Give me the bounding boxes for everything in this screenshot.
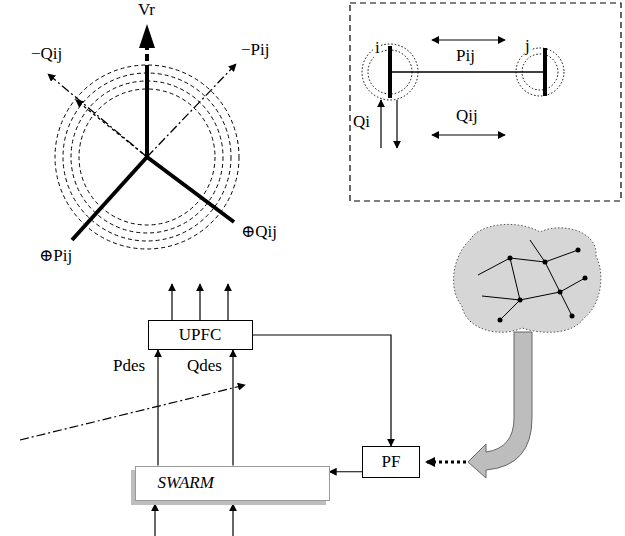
flow-arrow [432, 39, 505, 40]
optimizer-box: SWARM [135, 466, 330, 501]
input-arrow [154, 504, 155, 536]
connector-arrow [232, 350, 233, 466]
bus-label: j [524, 36, 531, 56]
minus-pij-phasor [147, 64, 236, 157]
two-bus-inset [350, 3, 621, 201]
output-arrow [199, 284, 200, 320]
minus-qij-phasor [48, 74, 147, 157]
signal-label: Pdes [112, 356, 146, 376]
transmission-line [390, 71, 545, 72]
signal-label: Qdes [186, 356, 223, 376]
cloud-outline [454, 224, 601, 332]
variable-arrow [20, 385, 245, 440]
input-arrow [232, 504, 233, 536]
vr-phasor [145, 46, 149, 72]
vr-arrowhead [139, 24, 155, 48]
connector-arrow [157, 350, 158, 466]
connector-layer [158, 335, 391, 472]
phasor-diagram [48, 24, 239, 249]
network-bus [498, 248, 588, 323]
flow-label: Pij [455, 46, 476, 66]
output-arrow [227, 284, 228, 320]
phasor-label: Vr [137, 0, 156, 20]
network-cloud [426, 224, 601, 478]
vr-phasor [145, 72, 149, 157]
connector-arrow [330, 471, 363, 472]
network-graph [478, 240, 585, 320]
data-arrow [468, 332, 532, 478]
injection-arrow [396, 100, 397, 148]
process-box: PF [362, 446, 420, 478]
inset-frame [350, 3, 621, 201]
node-text: SWARM [158, 474, 214, 493]
data-link [426, 461, 466, 464]
process-box: UPFC [148, 320, 253, 350]
minus-qij-phasor [76, 100, 147, 157]
upfc-outputs [172, 284, 228, 320]
node-text: UPFC [179, 326, 222, 345]
plus-pij-phasor [72, 157, 147, 240]
phasor-label: ⊕Pij [38, 246, 73, 266]
phasor-label: ⊕Qij [240, 222, 278, 242]
flow-label: Qi [352, 112, 371, 132]
phasor-label: −Qij [30, 44, 63, 64]
dashed-circle [55, 65, 239, 249]
flow-arrow [432, 134, 505, 135]
phasor-label: −Pij [240, 40, 271, 60]
plus-qij-phasor [147, 157, 234, 222]
output-arrow [171, 284, 172, 320]
node-text: PF [382, 453, 401, 472]
connector-arrow [253, 335, 392, 446]
bus-label: i [374, 38, 381, 58]
injection-arrow [380, 100, 381, 148]
swarm-inputs [155, 504, 233, 536]
flow-label: Qij [455, 106, 479, 126]
